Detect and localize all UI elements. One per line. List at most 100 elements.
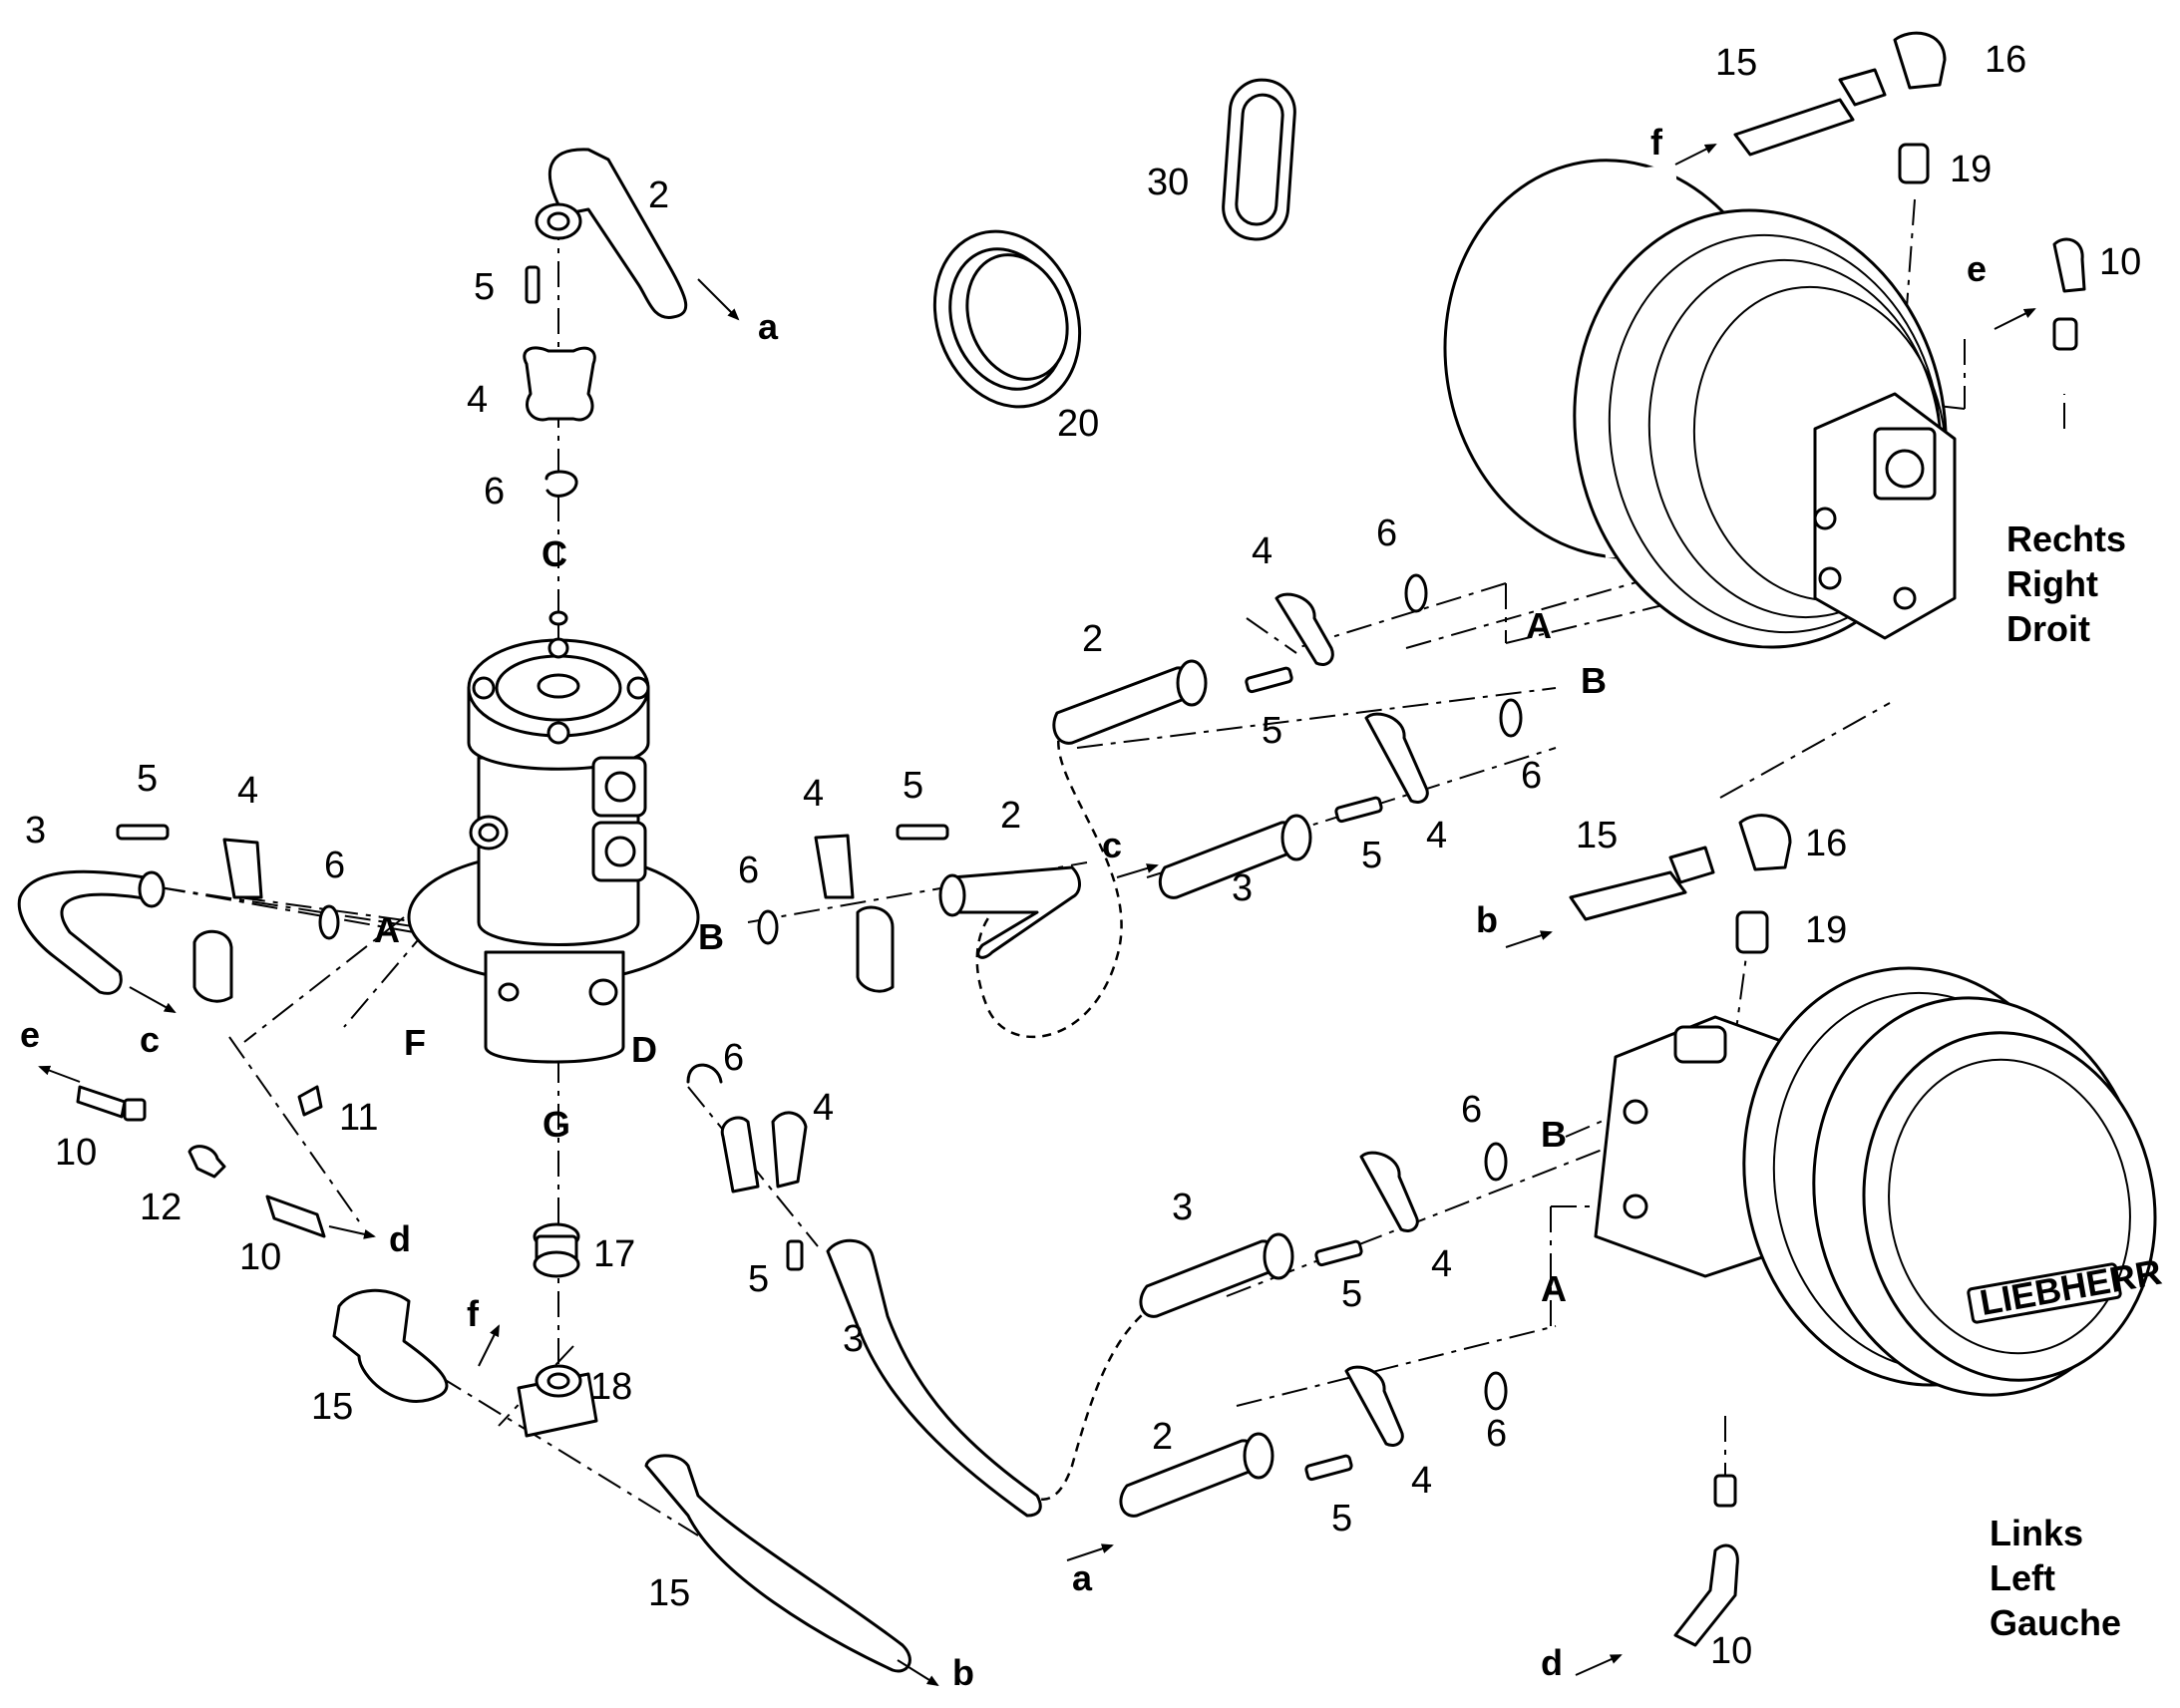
label-part-5: 5 [1341, 1273, 1362, 1315]
label-conn-c-right: c [1102, 825, 1122, 865]
label-part-16: 16 [1985, 39, 2026, 81]
port-g-fittings [332, 1222, 911, 1673]
label-part-2: 2 [1000, 795, 1021, 837]
right-travel-motor [1443, 159, 1957, 649]
side-label-right-en: Right [2006, 563, 2098, 604]
part-number-labels: 2 5 4 6 20 30 15 16 19 10 4 6 2 5 6 4 5 … [25, 39, 2141, 1672]
label-part-16: 16 [1805, 823, 1847, 864]
label-port-a: A [374, 909, 400, 950]
label-port-b: B [698, 916, 724, 957]
label-part-6: 6 [324, 845, 345, 886]
label-conn-f-right: f [1650, 122, 1663, 163]
label-part-11: 11 [339, 1097, 378, 1139]
port-a-fittings [17, 824, 340, 1003]
label-port-b-left: B [1541, 1114, 1567, 1155]
label-part-30: 30 [1147, 162, 1189, 203]
label-part-15: 15 [648, 1572, 690, 1614]
rotary-union [407, 610, 700, 1064]
label-conn-b: b [952, 1652, 974, 1693]
motor-case-drain-fittings [1569, 31, 2086, 1647]
label-part-10: 10 [55, 1132, 97, 1174]
label-part-2: 2 [648, 174, 669, 216]
label-port-b-right: B [1581, 660, 1607, 701]
label-part-19: 19 [1950, 149, 1992, 190]
label-part-17: 17 [593, 1233, 635, 1275]
label-part-19: 19 [1805, 909, 1847, 951]
port-d-fittings [686, 1063, 1042, 1518]
label-part-5: 5 [903, 765, 923, 807]
label-conn-a: a [758, 306, 779, 347]
side-label-right: Rechts Right Droit [2006, 518, 2126, 649]
label-part-10: 10 [239, 1236, 281, 1278]
side-label-right-de: Rechts [2006, 518, 2126, 559]
flow-arrows [38, 144, 2036, 1687]
label-part-4: 4 [1431, 1243, 1452, 1285]
label-part-6: 6 [1486, 1413, 1507, 1455]
label-part-4: 4 [1252, 530, 1272, 572]
label-part-6: 6 [1376, 512, 1397, 554]
side-label-left-de: Links [1990, 1513, 2083, 1553]
label-part-2: 2 [1152, 1416, 1173, 1458]
label-part-12: 12 [140, 1187, 182, 1228]
label-part-5: 5 [1361, 835, 1382, 876]
label-part-4: 4 [813, 1087, 834, 1129]
label-part-4: 4 [1426, 815, 1447, 856]
label-part-18: 18 [590, 1366, 632, 1408]
label-part-15: 15 [1576, 815, 1618, 856]
label-part-6: 6 [723, 1037, 744, 1079]
label-part-2: 2 [1082, 618, 1103, 660]
side-label-left: Links Left Gauche [1990, 1513, 2121, 1643]
label-part-3: 3 [843, 1318, 864, 1360]
label-conn-a-left: a [1072, 1557, 1093, 1598]
label-conn-b-left: b [1476, 899, 1498, 940]
label-port-f: F [404, 1022, 426, 1063]
left-travel-motor: LIEBHERR [1594, 966, 2165, 1397]
label-part-6: 6 [484, 471, 505, 512]
label-port-a-left: A [1541, 1268, 1567, 1309]
label-part-10: 10 [1710, 1630, 1752, 1672]
label-conn-e: e [20, 1014, 40, 1055]
label-part-6: 6 [1461, 1089, 1482, 1131]
label-part-4: 4 [803, 773, 824, 815]
hose-route-lines [975, 712, 1168, 1501]
label-part-6: 6 [1521, 755, 1542, 797]
label-part-5: 5 [474, 266, 495, 308]
port-letter-labels: C A B F D G A B B A [374, 533, 1607, 1309]
label-part-15: 15 [311, 1386, 353, 1428]
label-part-15: 15 [1715, 42, 1757, 84]
hose-assemblies-right [1052, 573, 1523, 899]
side-label-right-fr: Droit [2006, 608, 2090, 649]
label-part-3: 3 [1232, 867, 1253, 909]
label-part-5: 5 [137, 758, 158, 800]
hose-assemblies-left [1119, 1142, 1508, 1518]
label-conn-c: c [140, 1019, 160, 1060]
label-part-10: 10 [2099, 241, 2141, 283]
label-part-5: 5 [748, 1258, 769, 1300]
port-f-fittings [76, 1085, 326, 1238]
port-b-fittings [757, 824, 1081, 993]
seal-ring-30 [1222, 78, 1296, 241]
label-part-5: 5 [1331, 1498, 1352, 1539]
label-part-6: 6 [738, 850, 759, 891]
label-port-d: D [631, 1029, 657, 1070]
label-part-3: 3 [25, 810, 46, 852]
label-port-c: C [542, 533, 567, 574]
side-label-left-en: Left [1990, 1557, 2055, 1598]
port-c-fittings [523, 148, 688, 498]
label-port-a-right: A [1526, 605, 1552, 646]
label-part-5: 5 [1262, 710, 1282, 752]
connection-letter-labels: a c e d f b f e c b a d [20, 122, 1987, 1693]
label-conn-d: d [389, 1218, 411, 1259]
label-conn-f: f [467, 1293, 480, 1334]
label-conn-d-left: d [1541, 1642, 1563, 1683]
label-part-3: 3 [1172, 1187, 1193, 1228]
label-part-4: 4 [237, 770, 258, 812]
label-part-4: 4 [1411, 1460, 1432, 1502]
label-part-20: 20 [1057, 403, 1099, 445]
side-label-left-fr: Gauche [1990, 1602, 2121, 1643]
label-port-g: G [543, 1104, 570, 1145]
seal-ring-20 [932, 229, 1082, 409]
label-conn-e-right: e [1967, 248, 1987, 289]
label-part-4: 4 [467, 379, 488, 421]
